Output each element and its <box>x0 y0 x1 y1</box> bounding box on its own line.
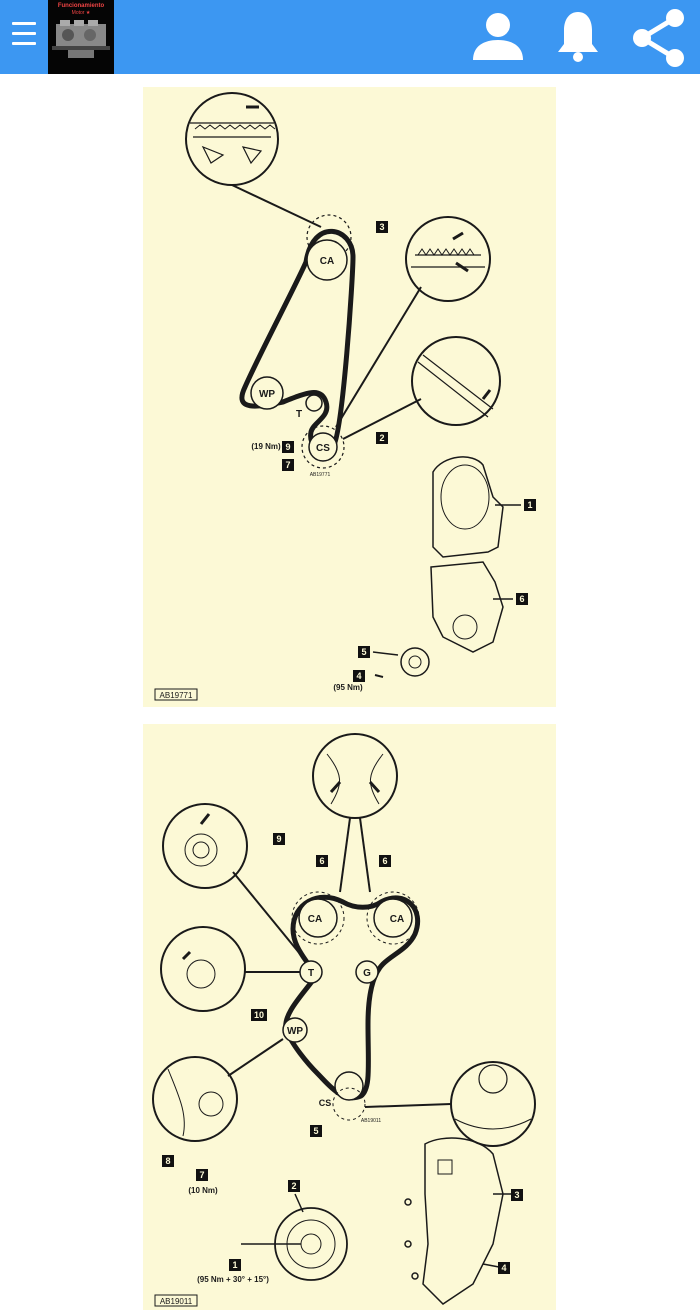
callout-2-text: 2 <box>379 433 384 443</box>
callout-4 <box>353 670 365 682</box>
callout-10-text: 10 <box>254 1010 264 1020</box>
callout-1-text: 1 <box>232 1260 237 1270</box>
callout-4-text: 4 <box>356 671 361 681</box>
figure-code: AB19771 <box>160 691 193 700</box>
callout-6-right <box>379 855 391 867</box>
callout-6 <box>516 593 528 605</box>
logo-title: Funcionamiento <box>57 3 105 9</box>
crank-sprocket-detail <box>450 1061 536 1147</box>
share-button[interactable] <box>628 8 690 68</box>
torque-tensioner: (19 Nm) <box>251 442 281 451</box>
callout-4 <box>498 1262 510 1274</box>
user-icon <box>473 13 523 60</box>
app-bar: Funcionamiento Motor ★ <box>0 0 700 74</box>
upper-cover <box>432 456 504 558</box>
callout-4-text: 4 <box>501 1263 506 1273</box>
pulley-label-ca-right: CA <box>390 914 404 925</box>
user-button[interactable] <box>470 8 526 64</box>
callout-1 <box>229 1259 241 1271</box>
callout-5 <box>310 1125 322 1137</box>
notifications-button[interactable] <box>552 8 604 64</box>
torque-crank: (95 Nm + 30° + 15°) <box>197 1275 269 1284</box>
lower-cover <box>430 561 504 653</box>
engine-icon <box>52 20 110 58</box>
callout-6-left-text: 6 <box>319 856 324 866</box>
callout-1-text: 1 <box>527 500 532 510</box>
callout-7 <box>282 459 294 471</box>
figure-code: AB19011 <box>160 1297 193 1306</box>
crankshaft-pulley <box>400 647 430 677</box>
callout-3 <box>511 1189 523 1201</box>
small-code: AB19771 <box>310 472 331 478</box>
pulley-label-wp: WP <box>259 389 275 400</box>
callout-6-left <box>316 855 328 867</box>
callout-2 <box>288 1180 300 1192</box>
callout-9 <box>282 441 294 453</box>
water-pump-detail <box>160 926 246 1012</box>
engine-covers <box>422 1137 504 1305</box>
small-code: AB19011 <box>361 1118 381 1124</box>
callout-3-text: 3 <box>514 1190 519 1200</box>
callout-8 <box>162 1155 174 1167</box>
menu-button[interactable] <box>0 0 48 74</box>
callout-10 <box>251 1009 267 1021</box>
cam-sprockets-detail <box>312 733 398 819</box>
callout-6-text: 6 <box>519 594 524 604</box>
app-logo[interactable]: Funcionamiento Motor ★ <box>48 0 114 74</box>
pulley-label-g: G <box>363 968 371 979</box>
share-icon <box>633 9 684 67</box>
timing-belt-diagram-2: CA CA T G WP CS (10 Nm) (95 Nm + 30° + 1… <box>143 724 556 1310</box>
pulley-label-ca: CA <box>320 256 334 267</box>
tensioner-detail <box>162 803 248 889</box>
callout-5-text: 5 <box>313 1126 318 1136</box>
callout-7-text: 7 <box>199 1170 204 1180</box>
torque-bolt: (95 Nm) <box>333 683 363 692</box>
timing-belt-2 <box>283 894 421 1101</box>
timing-belt-diagram-2-drawing: CA CA T G WP CS (10 Nm) (95 Nm + 30° + 1… <box>152 733 536 1307</box>
pulley-label-cs: CS <box>319 1098 332 1108</box>
callout-7-text: 7 <box>285 460 290 470</box>
callout-8-text: 8 <box>165 1156 170 1166</box>
callout-5 <box>358 646 370 658</box>
callout-3 <box>376 221 388 233</box>
pulley-label-cs: CS <box>316 443 330 454</box>
pulley-label-ca-left: CA <box>308 914 322 925</box>
callout-9-text: 9 <box>276 834 281 844</box>
camshaft-sprocket-detail <box>405 216 491 302</box>
callout-1 <box>524 499 536 511</box>
bell-icon <box>558 12 598 62</box>
pulley-label-t: T <box>296 409 302 420</box>
timing-belt-diagram-1-drawing: CA WP T CS (19 Nm) (95 Nm) AB19771 3 2 9… <box>154 92 536 701</box>
pulley-label-wp: WP <box>287 1026 303 1037</box>
callout-5-text: 5 <box>361 647 366 657</box>
callout-2-text: 2 <box>291 1181 296 1191</box>
callout-3-text: 3 <box>379 222 384 232</box>
crankshaft-mark-detail <box>411 336 501 426</box>
callout-6-right-text: 6 <box>382 856 387 866</box>
pulley-label-t: T <box>308 968 314 979</box>
callout-2 <box>376 432 388 444</box>
camshaft-mark-detail <box>185 92 279 186</box>
timing-belt-1 <box>239 228 356 454</box>
logo-subtitle: Motor ★ <box>71 10 91 16</box>
callout-7 <box>196 1169 208 1181</box>
torque-tensioner: (10 Nm) <box>188 1186 218 1195</box>
timing-belt-diagram-1: CA WP T CS (19 Nm) (95 Nm) AB19771 3 2 9… <box>143 87 556 707</box>
callout-9-text: 9 <box>285 442 290 452</box>
callout-9 <box>273 833 285 845</box>
crank-lock-detail <box>152 1056 238 1142</box>
